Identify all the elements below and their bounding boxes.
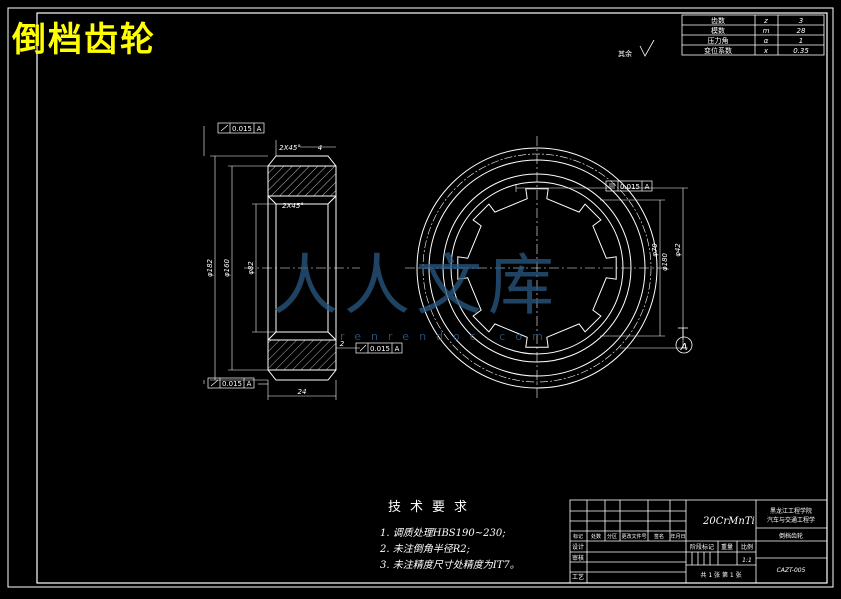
tolerance-value-mid: 0.015 xyxy=(370,345,390,353)
param-label: 压力角 xyxy=(708,36,729,45)
tb-row-header: 更改文件号 xyxy=(621,533,646,540)
param-symbol: m xyxy=(763,27,770,35)
outer-frame xyxy=(7,7,834,588)
tech-requirements-heading: 技术要求 xyxy=(388,500,477,515)
tb-row-header: 处数 xyxy=(591,533,601,540)
dim-mid-dia-left: φ160 xyxy=(223,258,231,277)
tolerance-value-top: 0.015 xyxy=(232,125,252,133)
spline-bore xyxy=(457,188,617,348)
dim-width: 24 xyxy=(298,388,307,396)
watermark: 人人文库 xyxy=(272,247,560,324)
tolerance-value-front: 0.015 xyxy=(620,183,640,191)
dim-inner-dia-left: φ82 xyxy=(247,261,255,275)
param-value: 1 xyxy=(799,37,803,45)
param-symbol: z xyxy=(763,17,768,25)
section-dimensions xyxy=(203,126,360,400)
tolerance-datum-front: A xyxy=(645,183,650,191)
tb-row-header: 签名 xyxy=(654,533,664,540)
tb-sheets: 共 1 张 第 1 张 xyxy=(700,571,741,579)
param-symbol: x xyxy=(763,47,769,55)
param-symbol: α xyxy=(764,37,769,45)
material-label: 20CrMnTi xyxy=(703,516,755,527)
tb-dept: 汽车与交通工程学 xyxy=(767,516,815,524)
tech-line-2: 2. 未注倒角半径R2; xyxy=(380,544,470,555)
tech-line-1: 1. 调质处理HBS190~230; xyxy=(380,528,506,539)
tolerance-frame-front xyxy=(605,180,653,192)
tb-design: 设计 xyxy=(572,543,584,551)
datum-letter: A xyxy=(680,342,688,353)
tb-scale: 比例 xyxy=(741,543,753,551)
tolerance-frame-top xyxy=(217,122,265,134)
tolerance-value-bottom: 0.015 xyxy=(222,380,242,388)
dim-chamfer-top: 2X45° xyxy=(279,144,301,152)
inner-frame xyxy=(36,12,828,584)
tb-school: 黑龙江工程学院 xyxy=(770,507,812,515)
roughness-mark xyxy=(639,39,655,57)
drawing-title: 倒档齿轮 xyxy=(12,20,156,60)
datum-symbol xyxy=(675,327,693,354)
tolerance-frame-mid xyxy=(355,342,403,354)
dim-outer-dia-right: φ180 xyxy=(661,252,669,271)
hatch-bottom xyxy=(268,340,336,370)
parameter-table-text: 齿数 z 3 模数 m 28 压力角 α 1 变位系数 x 0.35 xyxy=(704,16,809,55)
watermark-sub: renrendoc.com xyxy=(340,330,553,343)
dim-side-small: 2 xyxy=(340,340,345,348)
tb-row-header: 标记 xyxy=(573,533,583,540)
title-block-text: 黑龙江工程学院汽车与交通工程学倒档齿轮 标记 处数分区更改文件号 签名年月日设计审核工… xyxy=(572,507,815,581)
front-view xyxy=(405,136,669,400)
dim-spline-dia: φ70 xyxy=(651,243,659,257)
roughness-note: 其余 xyxy=(618,49,632,58)
param-label: 变位系数 xyxy=(704,46,732,55)
param-label: 齿数 xyxy=(711,16,725,25)
parameter-table xyxy=(681,14,825,56)
tolerance-datum-top: A xyxy=(257,125,262,133)
tb-drawing-no: CAZT-005 xyxy=(777,567,806,574)
tb-scale-value: 1:1 xyxy=(742,557,752,564)
param-value: 3 xyxy=(799,17,803,25)
param-value: 28 xyxy=(797,27,806,35)
tech-line-3: 3. 未注精度尺寸处精度为IT7。 xyxy=(380,560,520,571)
param-value: 0.35 xyxy=(793,47,809,55)
tolerance-frame-bottom xyxy=(207,377,255,389)
tb-row-header: 分区 xyxy=(607,533,617,540)
tolerance-datum-bottom: A xyxy=(247,380,252,388)
dim-top-small: 4 xyxy=(318,144,322,152)
tb-process: 工艺 xyxy=(572,573,584,581)
hatch-top xyxy=(268,166,336,196)
tb-part-name: 倒档齿轮 xyxy=(779,532,803,540)
tb-weight: 重量 xyxy=(721,543,733,551)
title-block xyxy=(569,499,828,584)
tb-row-header: 年月日 xyxy=(670,533,685,540)
tolerance-datum-mid: A xyxy=(395,345,400,353)
param-label: 模数 xyxy=(711,26,725,35)
dim-chamfer-inner: 2X45° xyxy=(282,202,304,210)
tb-stage: 阶段标记 xyxy=(690,543,714,551)
dim-outer-dia-left: φ182 xyxy=(206,258,214,277)
tb-check: 审核 xyxy=(572,554,584,562)
dim-bore-dia: φ42 xyxy=(674,243,682,257)
